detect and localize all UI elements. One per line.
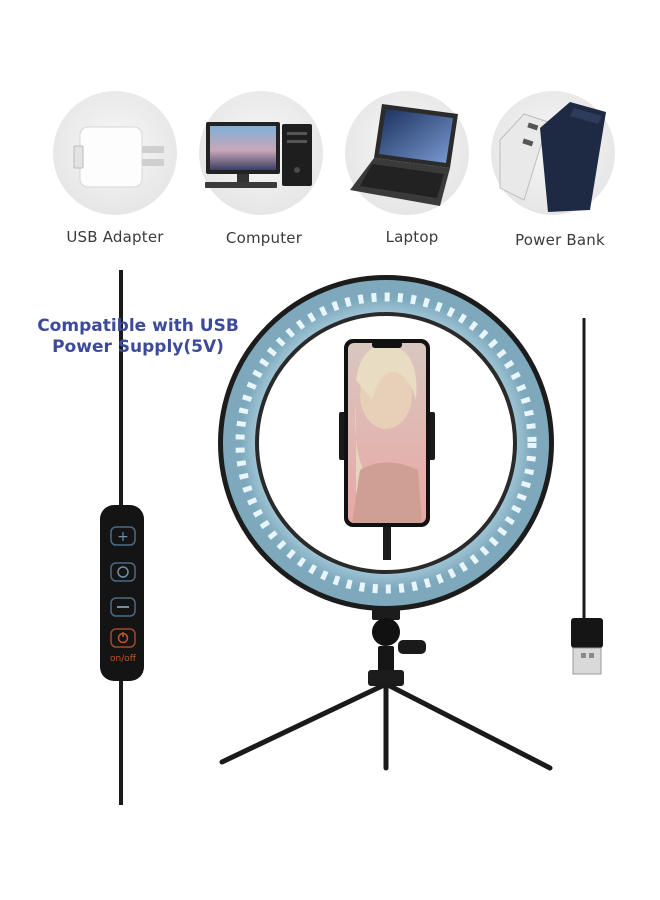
usb-adapter-icon [53,91,177,215]
label-power-bank: Power Bank [515,231,605,249]
compatibility-text: Compatible with USB Power Supply(5V) [20,316,256,358]
remote-control: + [100,270,144,805]
laptop-icon [345,91,469,215]
onoff-label: on/off [110,654,136,664]
compatibility-line-1: Compatible with USB [37,316,239,336]
power-bank-icon [491,91,615,215]
tripod-stand [219,606,553,771]
label-laptop: Laptop [385,228,439,246]
svg-text:+: + [117,529,129,545]
label-computer: Computer [225,229,303,247]
label-usb-adapter: USB Adapter [66,228,164,246]
desktop-computer-icon [199,91,323,215]
compatibility-line-2: Power Supply(5V) [52,337,224,357]
usb-cable [571,318,603,675]
smartphone [344,339,430,527]
